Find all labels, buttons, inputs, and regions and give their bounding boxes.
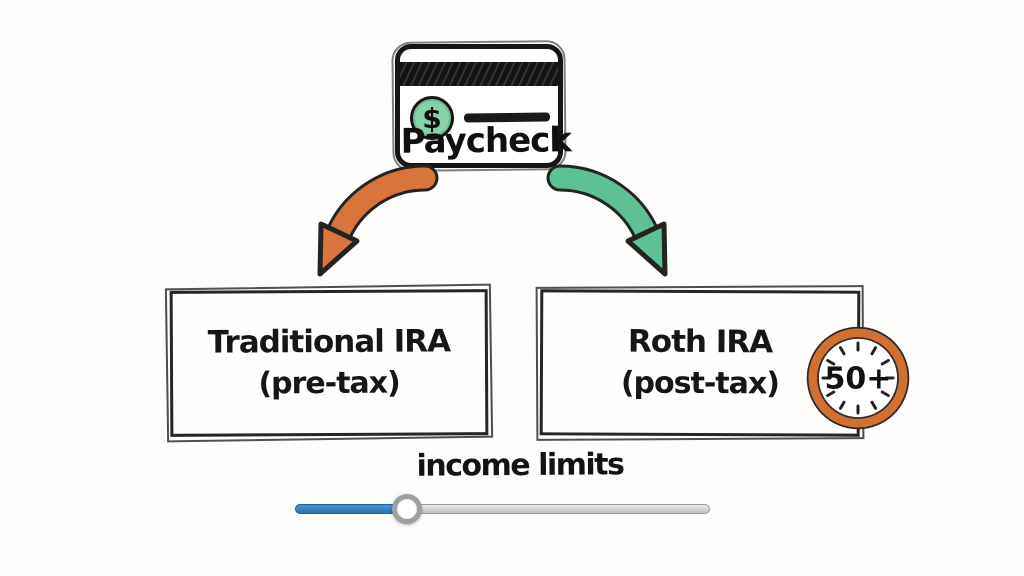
account-title: Roth IRA (627, 324, 773, 361)
income-limits-label: income limits (416, 447, 624, 484)
account-subtitle: (post-tax) (620, 365, 780, 401)
clock-ticks (821, 341, 895, 415)
clock-label: 50+ (825, 362, 892, 397)
paycheck-label: Paycheck (400, 120, 572, 162)
income-slider[interactable] (295, 494, 710, 524)
traditional-ira-box: Traditional IRA (pre-tax) (169, 289, 489, 437)
arrow-to-roth-icon (546, 164, 668, 277)
card-magnetic-stripe (400, 62, 558, 86)
dollar-coin-icon: $ (410, 96, 454, 140)
account-title: Traditional IRA (207, 323, 451, 362)
slider-track[interactable] (295, 504, 710, 514)
slider-fill (295, 504, 407, 514)
slider-handle[interactable] (392, 494, 423, 524)
age-50-clock-icon: 50+ (806, 326, 910, 430)
account-subtitle: (pre-tax) (258, 365, 400, 401)
arrow-to-traditional-icon (317, 164, 439, 277)
paycheck-card: $ Paycheck (395, 44, 571, 168)
dollar-sign: $ (422, 101, 442, 135)
